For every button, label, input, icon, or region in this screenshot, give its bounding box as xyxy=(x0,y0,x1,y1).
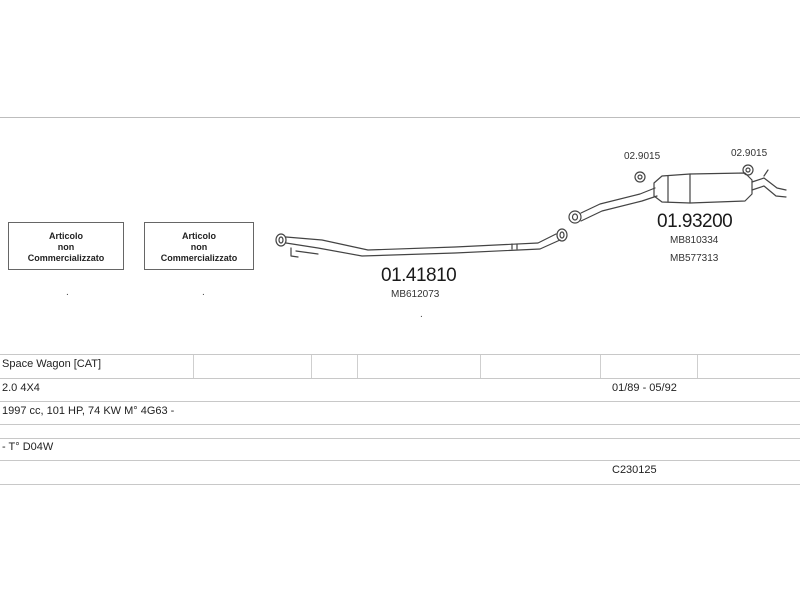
clamp-1-label[interactable]: 02.9015 xyxy=(624,151,661,162)
not-sold-line-1: Articolo xyxy=(48,231,83,241)
table-rule-7 xyxy=(0,484,800,485)
center-pipe-dot: . xyxy=(420,309,423,320)
table-rule-4 xyxy=(0,424,800,425)
table-sep-3 xyxy=(357,355,358,378)
clamp-2-label[interactable]: 02.9015 xyxy=(731,148,768,159)
rear-muffler-part-number[interactable]: 01.93200 xyxy=(657,211,733,232)
vehicle-model: Space Wagon [CAT] xyxy=(2,358,102,370)
center-pipe-part-number[interactable]: 01.41810 xyxy=(381,265,457,286)
rear-muffler-drawing xyxy=(568,169,787,224)
center-pipe-oem-number: MB612073 xyxy=(391,289,440,300)
table-rule-6 xyxy=(0,460,800,461)
vehicle-years: 01/89 - 05/92 xyxy=(612,382,677,394)
not-sold-box-2: Articolo non Commercializzato xyxy=(144,222,254,270)
not-sold-box-1: Articolo non Commercializzato xyxy=(8,222,124,270)
not-sold-line-3: Commercializzato xyxy=(27,253,105,263)
vehicle-type: - T° D04W xyxy=(2,441,54,453)
table-sep-6 xyxy=(697,355,698,378)
table-sep-5 xyxy=(600,355,601,378)
table-rule-3 xyxy=(0,401,800,402)
not-sold-dot-1: . xyxy=(66,287,69,298)
center-pipe-drawing xyxy=(275,228,568,258)
table-sep-1 xyxy=(193,355,194,378)
table-rule-5 xyxy=(0,438,800,439)
clamp-1-drawing xyxy=(634,171,646,183)
rear-muffler-oem-number-1: MB810334 xyxy=(670,235,719,246)
rear-muffler-oem-number-2: MB577313 xyxy=(670,253,719,264)
top-rule xyxy=(0,117,800,118)
table-rule-2 xyxy=(0,378,800,379)
not-sold-line-1: Articolo xyxy=(181,231,216,241)
not-sold-dot-2: . xyxy=(202,287,205,298)
clamp-2-drawing xyxy=(742,164,754,176)
table-rule-1 xyxy=(0,354,800,355)
not-sold-line-2: non xyxy=(190,242,208,252)
vehicle-code: C230125 xyxy=(612,464,657,476)
not-sold-line-3: Commercializzato xyxy=(160,253,238,263)
vehicle-variant: 2.0 4X4 xyxy=(2,382,40,394)
table-sep-4 xyxy=(480,355,481,378)
vehicle-engine: 1997 cc, 101 HP, 74 KW M° 4G63 - xyxy=(2,405,175,417)
not-sold-line-2: non xyxy=(57,242,75,252)
table-sep-2 xyxy=(311,355,312,378)
